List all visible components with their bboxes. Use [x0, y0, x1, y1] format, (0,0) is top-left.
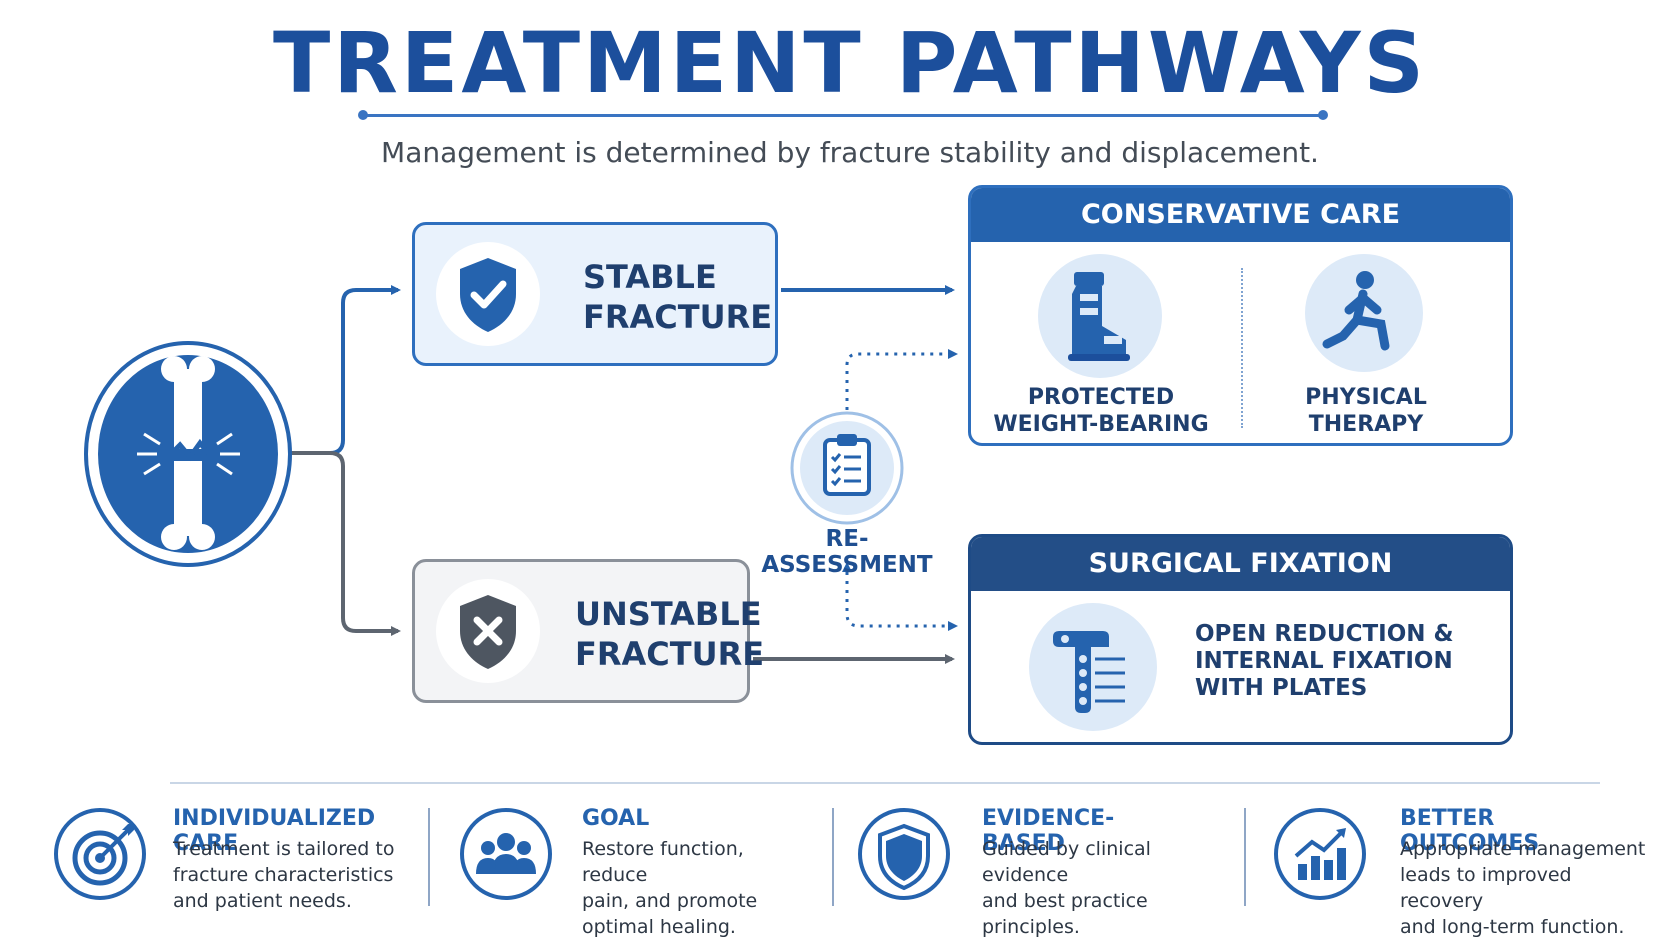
walking-boot-badge [1038, 254, 1162, 378]
stable-badge [436, 242, 540, 346]
unstable-fracture-card: UNSTABLE FRACTURE [412, 559, 764, 703]
protected-weight-bearing-label: PROTECTED WEIGHT-BEARING [993, 385, 1209, 437]
shield-icon [878, 823, 930, 891]
unstable-label: UNSTABLE FRACTURE [575, 595, 765, 673]
clipboard-checklist-icon [790, 411, 904, 525]
conservative-care-panel: CONSERVATIVE CARE PROTECTED WEIGHT-BEARI… [968, 185, 1513, 446]
feature-title: BETTER OUTCOMES [1400, 806, 1540, 856]
people-group-icon [476, 833, 536, 874]
footer-separator [428, 808, 430, 906]
people-group-badge [460, 808, 552, 900]
footer-separator [832, 808, 834, 906]
title-rule-right-dot [1318, 110, 1328, 120]
reassessment-node [789, 410, 905, 526]
surgical-fixation-panel: SURGICAL FIXATION OPEN REDUCTION & INTER… [968, 534, 1513, 745]
growth-chart-icon [1294, 828, 1346, 880]
footer-separator [1244, 808, 1246, 906]
conservative-care-heading: CONSERVATIVE CARE [971, 188, 1510, 242]
unstable-badge [436, 579, 540, 683]
connector-to-stable [290, 285, 401, 455]
fracture-bone-node [82, 339, 294, 569]
target-arrow-badge [54, 808, 146, 900]
target-arrow-icon [72, 824, 134, 886]
connector-reassess-to-surgical [845, 572, 958, 631]
footer-rule [170, 782, 1600, 784]
connector-reassess-to-conservative [845, 349, 958, 410]
feature-text: Restore function, reduce pain, and promo… [582, 838, 758, 938]
growth-chart-badge [1274, 808, 1366, 900]
feature-title: GOAL [582, 806, 650, 831]
conservative-divider [1241, 268, 1243, 428]
fractured-bone-icon [84, 341, 292, 567]
page-title: TREATMENT PATHWAYS [272, 14, 1428, 112]
surgical-fixation-heading: SURGICAL FIXATION [971, 537, 1510, 591]
shield-x-icon [460, 595, 516, 669]
connector-to-unstable [290, 451, 401, 636]
bone-plate-screws-icon [1053, 631, 1125, 713]
physical-therapy-label: PHYSICAL THERAPY [1305, 385, 1427, 437]
feature-text: Appropriate management leads to improved… [1400, 838, 1646, 938]
lunge-exercise-icon [1322, 271, 1390, 351]
feature-title: INDIVIDUALIZED CARE [173, 806, 376, 856]
page-subtitle: Management is determined by fracture sta… [381, 136, 1319, 169]
title-rule [363, 114, 1323, 117]
orif-label: OPEN REDUCTION & INTERNAL FIXATION WITH … [1195, 621, 1454, 701]
reassessment-label: RE-ASSESSMENT [761, 526, 933, 578]
feature-text: Guided by clinical evidence and best pra… [982, 838, 1151, 938]
stable-fracture-card: STABLE FRACTURE [412, 222, 778, 366]
shield-badge [858, 808, 950, 900]
shield-check-icon [460, 258, 516, 332]
plate-screws-badge [1029, 603, 1157, 731]
physical-therapy-badge [1305, 254, 1423, 372]
stable-label: STABLE FRACTURE [583, 258, 773, 336]
feature-text: Treatment is tailored to fracture charac… [173, 838, 395, 912]
walking-boot-icon [1068, 272, 1130, 361]
feature-title: EVIDENCE-BASED [982, 806, 1115, 856]
